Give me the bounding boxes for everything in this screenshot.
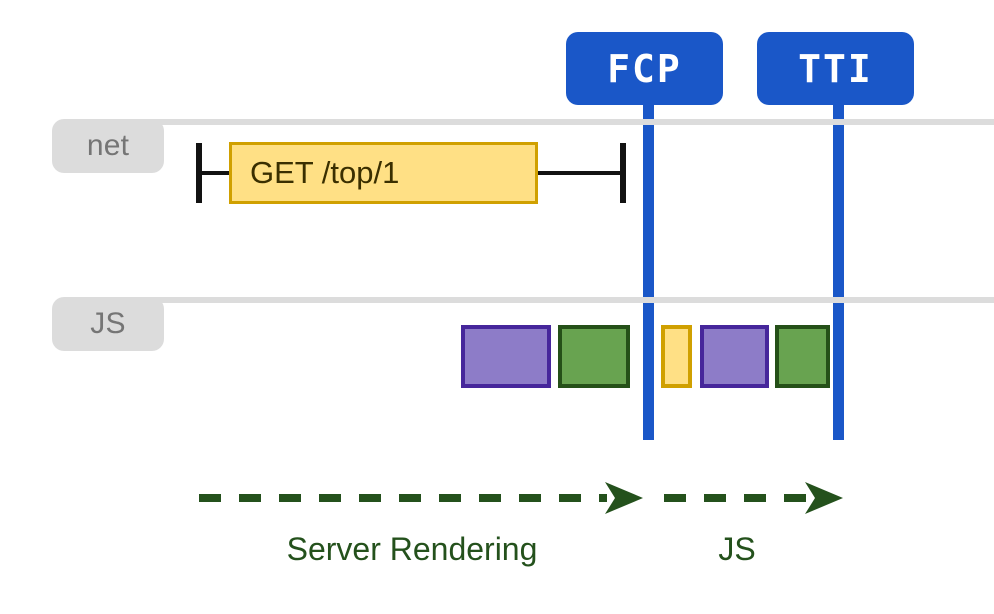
phase-label-server-rendering-text: Server Rendering (286, 531, 538, 567)
request-whisker-cap-right (620, 143, 626, 203)
marker-badge-fcp[interactable]: FCP (566, 32, 723, 105)
phase-arrow-js (664, 482, 843, 514)
marker-line-tti (833, 100, 844, 440)
lane-label-js-text: JS (90, 307, 126, 340)
phase-arrow-server-rendering (199, 482, 643, 514)
phase-label-js: JS (657, 531, 817, 568)
network-request-bar[interactable]: GET /top/1 (229, 142, 538, 204)
js-task-block[interactable] (461, 325, 551, 388)
request-whisker-stem-left (196, 171, 236, 175)
marker-badge-tti[interactable]: TTI (757, 32, 914, 105)
js-task-block[interactable] (700, 325, 769, 388)
lane-label-net-text: net (86, 129, 130, 162)
marker-line-fcp (643, 100, 654, 440)
track-line-js (150, 297, 994, 303)
request-whisker-stem-right (532, 171, 625, 175)
phase-label-js-text: JS (718, 531, 756, 567)
track-line-net (150, 119, 994, 125)
marker-badge-tti-label: TTI (798, 46, 873, 91)
js-task-block[interactable] (558, 325, 630, 388)
network-request-label: GET /top/1 (250, 155, 400, 190)
marker-badge-fcp-label: FCP (607, 46, 682, 91)
js-task-block[interactable] (775, 325, 830, 388)
lane-label-net: net (52, 119, 164, 173)
phase-label-server-rendering: Server Rendering (212, 531, 612, 568)
js-task-block[interactable] (661, 325, 692, 388)
lane-label-js: JS (52, 297, 164, 351)
